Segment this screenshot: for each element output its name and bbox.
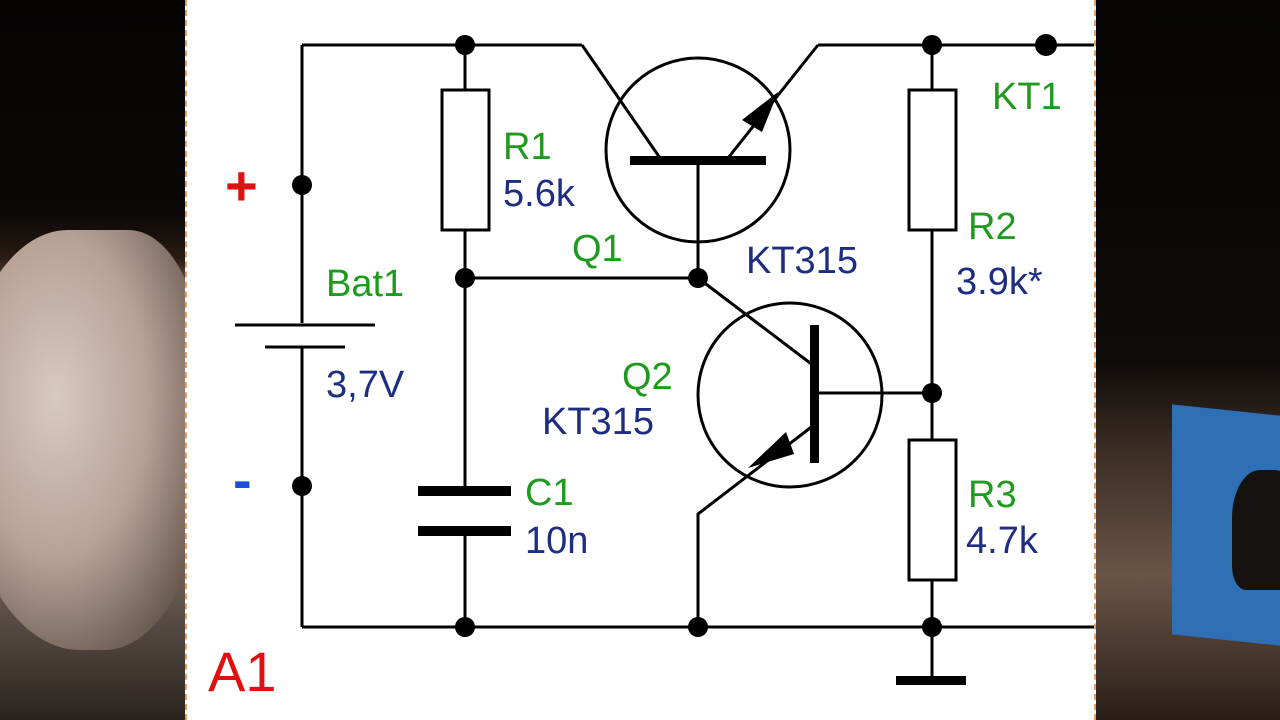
q2-base-bar — [810, 325, 819, 463]
q1-emitter-arrow — [742, 92, 778, 132]
node-top-r2 — [922, 35, 942, 55]
node-bottom-r3 — [922, 617, 942, 637]
battery-minus-symbol: - — [233, 448, 252, 511]
r2-name-label: R2 — [968, 206, 1017, 248]
node-bottom-q2 — [688, 617, 708, 637]
r3-name-label: R3 — [968, 474, 1017, 516]
r2-body — [907, 88, 958, 232]
node-bat-minus — [292, 476, 312, 496]
q2-emitter — [696, 423, 815, 627]
r1-name-label: R1 — [503, 126, 552, 168]
c1-value-label: 10n — [525, 520, 589, 562]
r3-value-label: 4.7k — [966, 520, 1038, 562]
r2-value-label: 3.9k* — [956, 261, 1043, 303]
q2-emitter-arrow — [748, 432, 794, 468]
r3-body — [907, 438, 958, 582]
q2-name-label: Q2 — [622, 356, 673, 398]
dark-object — [1232, 470, 1280, 590]
block-label: A1 — [208, 640, 277, 703]
r1-body — [440, 88, 491, 232]
node-top-r1 — [455, 35, 475, 55]
q2-circle — [696, 301, 884, 489]
c1-plate-bottom — [418, 526, 511, 536]
ground-bar — [896, 676, 966, 685]
node-bottom-c1 — [455, 617, 475, 637]
battery-plus-symbol: + — [225, 154, 258, 217]
c1-name-label: C1 — [525, 472, 574, 514]
node-q1-base — [688, 268, 708, 288]
node-output — [1035, 34, 1057, 56]
q1-type-label: KT315 — [746, 240, 858, 282]
r1-value-label: 5.6k — [503, 173, 575, 215]
output-name-label: KT1 — [992, 76, 1062, 118]
battery-value-label: 3,7V — [326, 364, 405, 406]
c1-plate-top — [418, 486, 511, 496]
hand-photo — [0, 230, 200, 650]
node-r1-c1 — [455, 268, 475, 288]
sheet-border-right — [1094, 0, 1096, 720]
q2-type-label: KT315 — [542, 401, 654, 443]
q2-collector — [697, 276, 815, 368]
battery-name-label: Bat1 — [326, 263, 405, 305]
node-bat-plus — [292, 175, 312, 195]
node-r2-r3 — [922, 383, 942, 403]
q1-circle — [604, 56, 792, 244]
q1-name-label: Q1 — [572, 228, 623, 270]
sheet-border-left — [185, 0, 187, 720]
q1-base-bar — [630, 156, 766, 165]
